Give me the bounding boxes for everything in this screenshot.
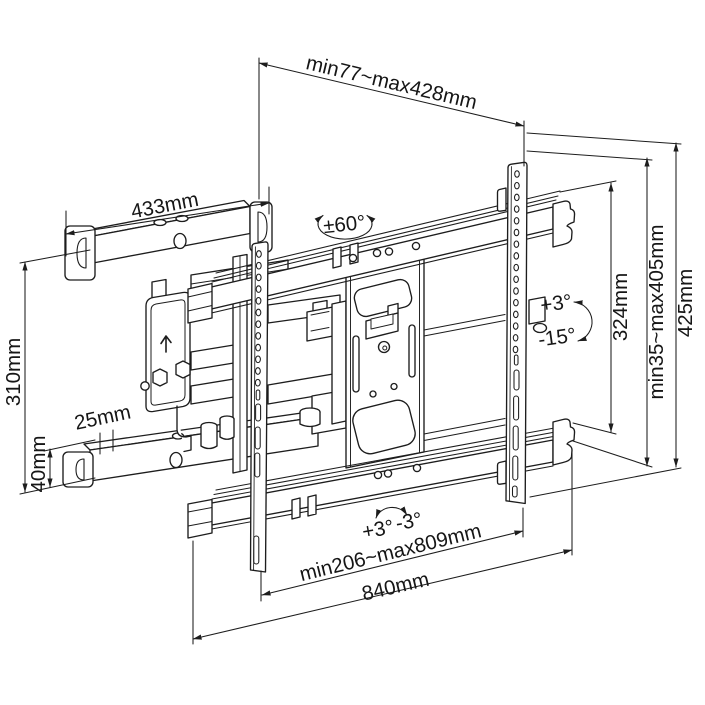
label-vesa-height-range: min35~max405mm <box>645 225 668 400</box>
level-adjust-arrow <box>375 506 408 519</box>
label-bracket-total-height: 425mm <box>674 269 697 337</box>
dim-wall-rail-width <box>65 186 270 257</box>
dim-inner-frame-height <box>559 180 617 435</box>
tilt-arrow <box>573 300 593 342</box>
dim-vesa-height-range <box>526 150 653 468</box>
dim-wall-plate-height <box>19 249 96 495</box>
label-tilt-down: -15° <box>537 324 578 352</box>
rail-end-profile <box>552 200 576 248</box>
label-tilt-up: +3° <box>539 290 573 317</box>
label-inner-frame-height: 324mm <box>609 273 632 341</box>
dim-bracket-total-height <box>526 132 682 498</box>
dim-wall-rail-depth <box>99 429 114 455</box>
plate-cutout-bottom <box>352 399 416 455</box>
label-wall-rail-depth: 25mm <box>72 400 133 434</box>
safety-hook <box>176 405 192 453</box>
vesa-strip-left <box>249 241 269 573</box>
rear-support-bars <box>423 313 506 442</box>
label-wall-rail-height: 40mm <box>27 436 50 493</box>
label-swivel-range: ±60° <box>322 211 366 238</box>
wall-bracket-plate <box>140 278 192 453</box>
tv-rail-bottom <box>187 418 576 539</box>
dim-wall-rail-height <box>43 439 96 488</box>
dim-bracket-total-width <box>192 448 573 645</box>
label-bracket-total-width: 840mm <box>360 568 432 606</box>
dim-extension-depth <box>258 57 525 200</box>
label-wall-plate-height: 310mm <box>2 338 25 406</box>
label-extension-depth: min77~max428mm <box>304 51 479 114</box>
up-arrow-icon <box>160 335 172 353</box>
swivel-arrow <box>314 214 376 240</box>
label-level-adjust-minus: -3° <box>394 508 424 535</box>
rail-end-profile <box>552 418 576 466</box>
label-level-adjust-plus: +3° <box>360 516 395 544</box>
tv-rail-top <box>187 190 576 324</box>
